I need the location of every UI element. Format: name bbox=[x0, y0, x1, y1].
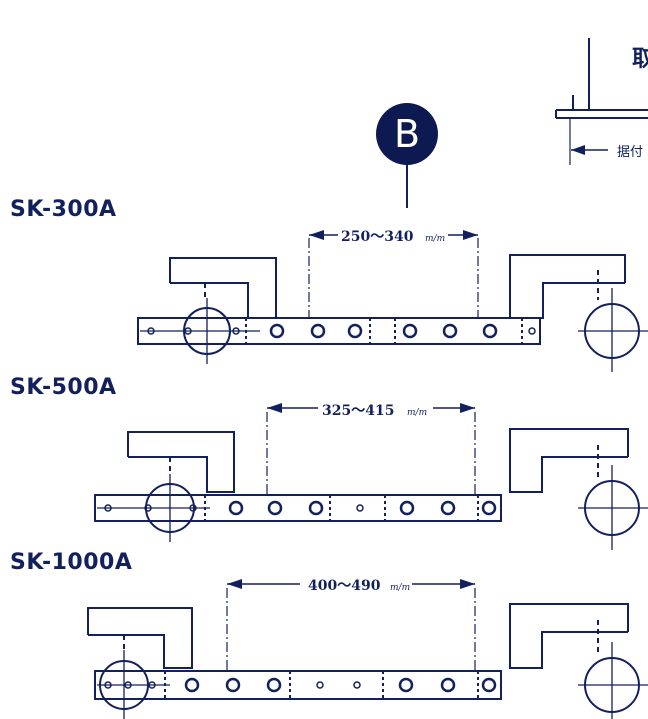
dimension-label-sk-1000a: 400～490 m/m bbox=[308, 578, 410, 594]
dimension-unit-sk-500a: m/m bbox=[407, 408, 427, 418]
holes-sk-1000a bbox=[104, 677, 497, 693]
holes-sk-500a bbox=[104, 500, 497, 516]
top-detail-label: 据付 bbox=[617, 145, 643, 160]
dimension-unit-sk-1000a: m/m bbox=[390, 583, 410, 593]
holes-sk-300a bbox=[147, 323, 536, 339]
model-label-sk-500a: SK-500A bbox=[10, 375, 117, 400]
badge-b-circle bbox=[376, 103, 438, 165]
model-label-sk-300a: SK-300A bbox=[10, 197, 117, 222]
dimension-range-sk-300a: 250～340 bbox=[341, 229, 414, 245]
badge-b-letter: B bbox=[394, 112, 420, 156]
dimension-label-sk-300a: 250～340 m/m bbox=[341, 229, 445, 245]
assembly-sk-300a bbox=[137, 230, 648, 372]
dimension-unit-sk-300a: m/m bbox=[425, 234, 445, 244]
dimension-label-sk-500a: 325～415 m/m bbox=[322, 403, 427, 419]
assembly-sk-500a bbox=[94, 403, 648, 550]
top-detail bbox=[555, 38, 648, 165]
dimension-range-sk-1000a: 400～490 bbox=[308, 578, 381, 594]
top-detail-heading: 取 bbox=[632, 46, 648, 72]
dimension-range-sk-500a: 325～415 bbox=[322, 403, 394, 419]
assembly-sk-1000a bbox=[87, 579, 648, 719]
model-label-sk-1000a: SK-1000A bbox=[10, 550, 133, 575]
